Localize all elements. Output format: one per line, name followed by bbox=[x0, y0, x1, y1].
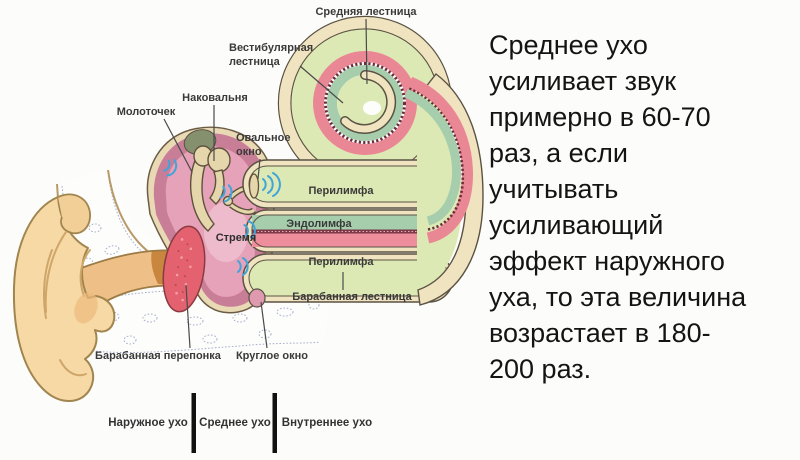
ear-anatomy-diagram: Средняя лестница Вестибулярная лестница … bbox=[12, 6, 484, 453]
label-scala-vestibuli-line2: лестница bbox=[229, 56, 281, 68]
cochlea-basal-bend bbox=[404, 73, 484, 306]
caption-text: Среднее ухо усиливает звук примерно в 60… bbox=[489, 30, 747, 384]
label-endolymph: Эндолимфа bbox=[286, 218, 352, 230]
pinna bbox=[12, 193, 116, 402]
legend-outer-ear: Наружное ухо bbox=[108, 417, 188, 429]
leader-lines bbox=[163, 18, 368, 349]
eardrum bbox=[162, 225, 206, 313]
round-window bbox=[248, 288, 266, 308]
scala-vestibuli-tube bbox=[242, 159, 454, 209]
legend-divider-2 bbox=[272, 393, 277, 453]
label-oval-window-line2: окно bbox=[236, 146, 262, 158]
legend-inner-ear: Внутреннее ухо bbox=[282, 417, 372, 429]
legend-divider-1 bbox=[191, 393, 196, 453]
legend-middle-ear: Среднее ухо bbox=[199, 417, 271, 429]
scala-media-tube bbox=[245, 209, 455, 253]
label-oval-window-line1: Овальное bbox=[236, 132, 291, 144]
incus bbox=[207, 147, 231, 205]
ear-zones-legend: Наружное ухо Среднее ухо Внутреннее ухо bbox=[108, 393, 372, 453]
label-perilymph-top: Перилимфа bbox=[309, 185, 375, 197]
label-stapes: Стремя bbox=[216, 232, 257, 244]
label-eardrum: Барабанная перепонка bbox=[95, 350, 222, 362]
label-malleus: Молоточек bbox=[117, 106, 176, 118]
scala-tympani-tube bbox=[242, 253, 454, 303]
label-incus: Наковальня bbox=[182, 92, 248, 104]
label-scala-tympani: Барабанная лестница bbox=[292, 291, 412, 303]
label-perilymph-bottom: Перилимфа bbox=[309, 256, 375, 268]
label-scala-media: Средняя лестница bbox=[315, 6, 417, 18]
vibration-marks bbox=[163, 159, 281, 276]
label-scala-vestibuli-line1: Вестибулярная bbox=[229, 42, 313, 54]
oval-window bbox=[248, 173, 260, 199]
label-round-window: Круглое окно bbox=[236, 350, 308, 362]
